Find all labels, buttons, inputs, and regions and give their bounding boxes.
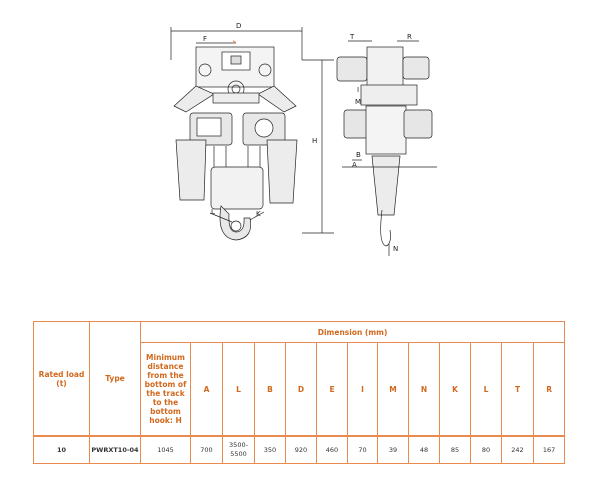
header-dim-E: E — [316, 342, 348, 437]
dim-label-N: N — [393, 245, 398, 253]
header-dim-L: L — [222, 342, 255, 437]
dim-label-R: R — [407, 33, 412, 41]
header-min-distance-h: Minimum distance from the bottom of the … — [140, 342, 191, 437]
table-row: 10 PWRXT10-04 1045 700 3500-5500 350 920… — [33, 435, 566, 465]
cell-T: 242 — [501, 435, 534, 465]
header-dim-L2: L — [470, 342, 502, 437]
header-dim-K: K — [439, 342, 471, 437]
dim-label-L: L — [211, 208, 215, 216]
header-dim-N: N — [408, 342, 440, 437]
cell-R: 167 — [532, 435, 566, 465]
dim-label-K: K — [256, 210, 261, 218]
cell-A: 700 — [190, 435, 223, 465]
cell-B: 350 — [254, 435, 286, 465]
dim-label-H: H — [312, 137, 317, 145]
cell-h: 1045 — [140, 435, 191, 465]
header-dim-D: D — [285, 342, 317, 437]
dim-label-F: F — [203, 35, 207, 43]
specification-table: Rated load (t) Type Dimension (mm) Minim… — [33, 320, 566, 465]
dim-label-D: D — [236, 22, 241, 30]
cell-L2: 80 — [470, 435, 502, 465]
cell-M: 39 — [377, 435, 409, 465]
header-dimension: Dimension (mm) — [139, 320, 566, 344]
dim-label-T: T — [349, 33, 355, 41]
cell-N: 48 — [408, 435, 440, 465]
cell-D: 920 — [285, 435, 317, 465]
dim-label-I: I — [357, 86, 359, 94]
cell-K: 85 — [439, 435, 471, 465]
hoist-technical-drawing: D F T R I M H B A L K N — [170, 22, 437, 256]
cell-type: PWRXT10-04 — [89, 435, 141, 465]
cell-I: 70 — [347, 435, 378, 465]
header-dim-B: B — [254, 342, 286, 437]
header-type: Type — [89, 321, 141, 437]
dim-label-B: B — [356, 151, 361, 159]
header-dim-T: T — [501, 342, 534, 437]
header-rated-load: Rated load (t) — [33, 321, 90, 437]
dim-label-A: A — [352, 161, 357, 169]
header-dim-M: M — [377, 342, 409, 437]
header-dim-I: I — [347, 342, 378, 437]
header-dim-R: R — [532, 342, 566, 437]
cell-rated-load: 10 — [33, 435, 90, 465]
header-dim-A: A — [190, 342, 223, 437]
cell-E: 460 — [316, 435, 348, 465]
cell-L: 3500-5500 — [222, 435, 255, 465]
dim-label-M: M — [355, 98, 361, 106]
